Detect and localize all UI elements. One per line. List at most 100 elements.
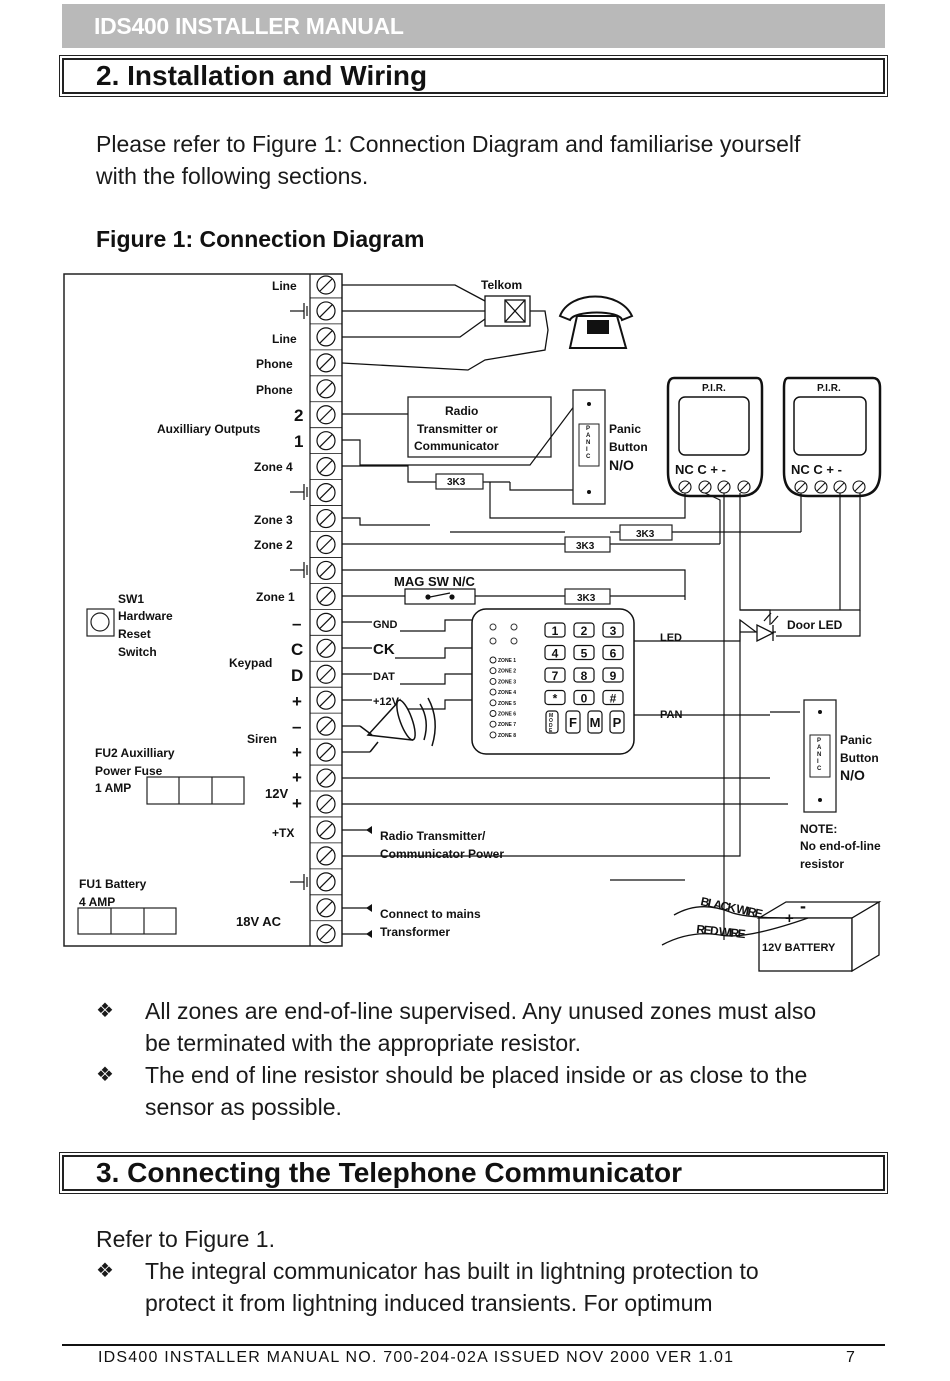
- keypad-ck-label: CK: [373, 641, 395, 658]
- fu2-label-3: 1 AMP: [95, 781, 131, 795]
- keypad-key: [573, 622, 595, 638]
- keypad-key-label: #: [610, 692, 617, 706]
- mag-switch: [404, 588, 476, 605]
- zone-led-label: ZONE 8: [498, 733, 516, 739]
- keypad-key: [544, 644, 566, 661]
- zone-led-label: ZONE 1: [498, 658, 516, 664]
- keypad-function-key-label: F: [569, 715, 577, 730]
- keypad-key-label: 3: [610, 624, 617, 638]
- zone-wiring: [342, 482, 861, 940]
- label-zone-1: Zone 1: [256, 590, 295, 604]
- bullet-3-line-2: protect it from lightning induced transi…: [145, 1290, 713, 1316]
- keypad-key: [602, 644, 624, 661]
- resistor-zone-2-label: 3K3: [576, 541, 595, 552]
- label-12v: 12V: [265, 786, 288, 801]
- keypad-function-key-label: M: [590, 715, 601, 730]
- keypad-key: [573, 667, 595, 683]
- keypad-key: [573, 644, 595, 661]
- fuse-fu1: [77, 907, 177, 935]
- keypad-key: [544, 689, 566, 706]
- zone-led: [489, 677, 497, 685]
- mag-switch-label: MAG SW N/C: [394, 574, 475, 589]
- zone-led: [489, 656, 497, 664]
- keypad-key-label: 2: [581, 624, 588, 638]
- section-3-heading: 3. Connecting the Telephone Communicator: [96, 1157, 682, 1188]
- label-12v-plus-2: +: [292, 794, 302, 813]
- note-label-3: resistor: [800, 857, 844, 871]
- keypad-key: [602, 622, 624, 638]
- label-siren: Siren: [247, 732, 277, 746]
- label-keypad-plus: +: [292, 692, 302, 711]
- keypad-function-key: [609, 710, 625, 734]
- zone-led-label: ZONE 6: [498, 712, 516, 718]
- keypad-key: [544, 622, 566, 638]
- siren-icon: [359, 697, 436, 753]
- keypad-key-label: 0: [581, 692, 588, 706]
- radio-label-2: Transmitter or: [417, 422, 498, 436]
- panic-1-label-2: Button: [609, 440, 648, 454]
- label-phone-2: Phone: [256, 383, 293, 397]
- pir-2-terminals: NC C + -: [791, 462, 842, 477]
- footer-text: IDS400 INSTALLER MANUAL NO. 700-204-02A …: [98, 1349, 735, 1366]
- refer-text: Refer to Figure 1.: [96, 1226, 275, 1252]
- sw1-label-1: SW1: [118, 592, 144, 606]
- page-number: 7: [846, 1349, 857, 1366]
- keypad-key-label: 4: [552, 647, 559, 661]
- bullet-2-line-2: sensor as possible.: [145, 1094, 342, 1120]
- label-line-2: Line: [272, 332, 297, 346]
- resistor-zone-4-label: 3K3: [447, 477, 466, 488]
- label-keypad: Keypad: [229, 656, 272, 670]
- fu2-label-1: FU2 Auxilliary: [95, 746, 175, 760]
- control-panel-board: [63, 273, 343, 947]
- bullet-symbol-1: ❖: [96, 1000, 114, 1022]
- radio-power-label-1: Radio Transmitter/: [380, 829, 486, 843]
- zone-led: [489, 731, 497, 739]
- resistor-zone-2: [564, 536, 611, 553]
- keypad-key: [602, 689, 624, 706]
- terminal-screws: [310, 275, 342, 944]
- resistor-zone-3-label: 3K3: [636, 529, 655, 540]
- panic-2-label-2: Button: [840, 751, 879, 765]
- label-phone-1: Phone: [256, 357, 293, 371]
- resistor-zone-4: [435, 473, 484, 490]
- connection-diagram: Line Line Phone Phone Auxilliary Outputs…: [63, 273, 882, 973]
- pan-label: PAN: [660, 709, 682, 721]
- bullet-3-line-1: The integral communicator has built in l…: [145, 1258, 759, 1284]
- telephone-icon: [558, 295, 634, 349]
- resistor-zone-3: [619, 524, 673, 541]
- label-keypad-c: C: [291, 640, 303, 659]
- panic-button-2: [803, 699, 837, 813]
- sw1-label-3: Reset: [118, 627, 151, 641]
- label-tx: +TX: [272, 826, 294, 840]
- led-label: LED: [660, 632, 682, 644]
- red-wire-label: RED WIRE: [696, 922, 747, 941]
- header-title: IDS400 INSTALLER MANUAL: [94, 13, 404, 39]
- label-zone-2: Zone 2: [254, 538, 293, 552]
- section-3-heading-box: 3. Connecting the Telephone Communicator: [59, 1152, 888, 1194]
- resistor-zone-1: [564, 588, 611, 605]
- panic-2-label-1: Panic: [840, 733, 872, 747]
- intro-line-2: with the following sections.: [96, 163, 369, 189]
- zone-led: [489, 699, 497, 707]
- label-siren-minus: –: [292, 717, 301, 736]
- pir-2-label: P.I.R.: [817, 383, 841, 394]
- bullet-symbol-3: ❖: [96, 1260, 114, 1282]
- radio-power-label-2: Communicator Power: [380, 847, 504, 861]
- keypad-key-label: 9: [610, 669, 617, 683]
- fu1-label-1: FU1 Battery: [79, 877, 147, 891]
- panic-button-1: [572, 389, 606, 505]
- door-led-label: Door LED: [787, 618, 843, 632]
- note-label-2: No end-of-line: [800, 839, 881, 853]
- telkom-label: Telkom: [481, 278, 522, 292]
- battery-label: 12V BATTERY: [762, 942, 836, 954]
- zone-led-label: ZONE 5: [498, 701, 516, 707]
- battery-12v: [661, 900, 882, 973]
- keypad-key-label: *: [553, 692, 558, 706]
- label-18v-ac: 18V AC: [236, 914, 282, 929]
- sw1-label-4: Switch: [118, 645, 157, 659]
- arrows: [366, 826, 372, 938]
- label-zone-4: Zone 4: [254, 460, 293, 474]
- panic-1-label-1: Panic: [609, 422, 641, 436]
